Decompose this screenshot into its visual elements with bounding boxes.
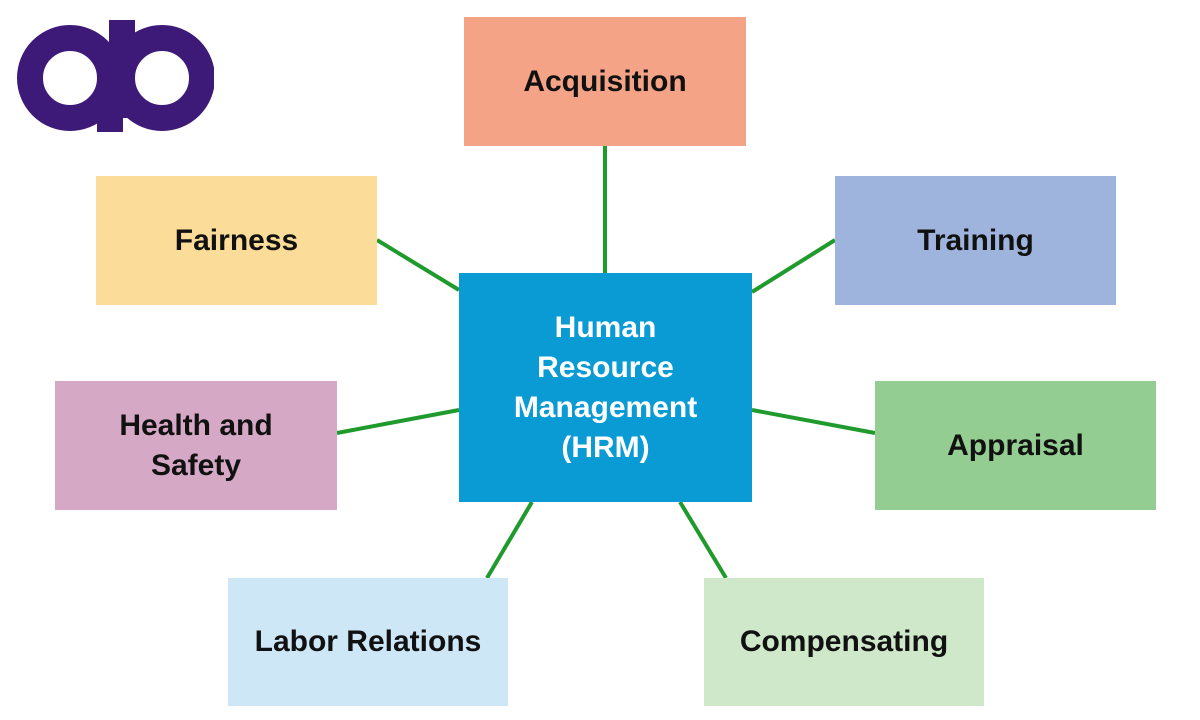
node-fairness-label: Fairness [174,223,299,257]
connector-training [750,238,837,294]
connector-health-safety [336,408,460,435]
node-hrm-center: Human Resource Management (HRM) [459,273,752,502]
node-labor-relations: Labor Relations [228,578,508,706]
connector-appraisal [751,408,876,435]
node-training-label: Training [917,223,1034,257]
node-appraisal-label: Appraisal [947,428,1084,462]
connector-fairness [375,238,461,292]
node-labor-relations-label: Labor Relations [254,625,482,658]
node-acquisition: Acquisition [464,17,746,146]
node-health-safety: Health and Safety [55,381,337,510]
node-fairness: Fairness [96,176,377,305]
node-appraisal: Appraisal [875,381,1156,510]
node-training: Training [835,176,1116,305]
logo-b-stem [109,20,135,118]
node-health-safety-label: Health and Safety [119,408,273,482]
node-compensating: Compensating [704,578,984,706]
logo [17,20,214,132]
connector-labor-relations [485,500,534,580]
connector-compensating [678,500,728,580]
node-compensating-label: Compensating [739,625,949,658]
node-hrm-center-label: Human Resource Management (HRM) [513,310,698,464]
node-acquisition-label: Acquisition [523,64,687,98]
